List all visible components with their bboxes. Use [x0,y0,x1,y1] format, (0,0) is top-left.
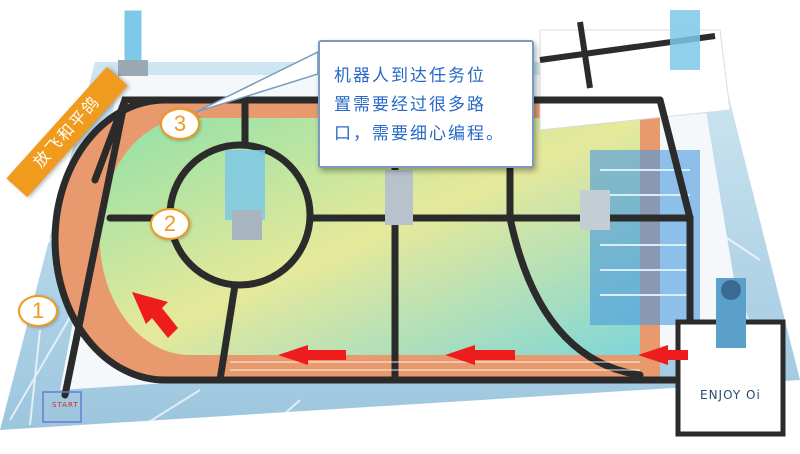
callout-line-2: 置需要经过很多路 [334,95,486,115]
direction-arrows [132,292,688,365]
instruction-callout: 机器人到达任务位 置需要经过很多路 口，需要细心编程。 [318,40,534,168]
arrow-3 [278,345,346,365]
arrow-4 [132,292,178,338]
brand-label-endzone: ENJOY Oi [700,388,761,402]
robot-models [118,9,746,348]
start-square [42,391,82,423]
stadium-building [590,150,700,325]
arrow-2 [445,345,515,365]
arrow-1 [638,345,688,365]
callout-line-1: 机器人到达任务位 [334,66,486,86]
start-tag: START [52,401,79,409]
callout-line-3: 口，需要细心编程。 [334,124,505,144]
track-lanes [230,361,640,371]
marker-3: 3 [160,108,200,140]
marker-2: 2 [150,208,190,240]
marker-1: 1 [18,295,58,327]
